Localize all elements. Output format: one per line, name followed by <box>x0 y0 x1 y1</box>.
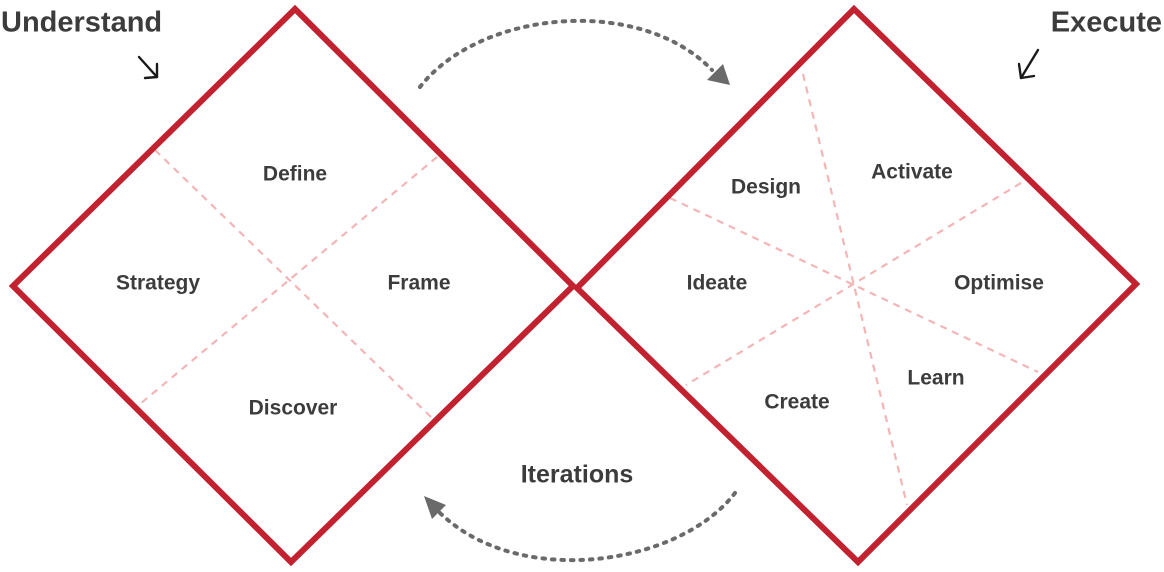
label-define: Define <box>263 163 327 186</box>
right-diamond: Design Activate Ideate Optimise Create L… <box>572 4 1141 567</box>
top-flow-arc <box>418 18 714 89</box>
heading-understand: Understand <box>1 7 162 39</box>
label-optimise: Optimise <box>954 272 1044 295</box>
label-iterations: Iterations <box>521 461 634 489</box>
bottom-flow-arc <box>438 491 737 562</box>
left-diamond-outline <box>8 4 578 567</box>
right-diamond-outline <box>572 4 1141 567</box>
label-activate: Activate <box>871 161 953 184</box>
bottom-flow-arrow <box>424 491 737 562</box>
right-diamond-divider-a <box>801 73 909 506</box>
label-ideate: Ideate <box>687 272 748 295</box>
label-design: Design <box>731 176 801 199</box>
arrow-down-left-icon <box>1017 48 1040 80</box>
left-diamond: Define Strategy Frame Discover <box>8 4 578 567</box>
top-flow-arrow <box>418 18 730 89</box>
arrow-down-right-icon <box>137 55 159 80</box>
right-diamond-divider-c <box>685 182 1022 386</box>
label-create: Create <box>764 391 829 414</box>
label-strategy: Strategy <box>116 272 200 295</box>
right-diamond-divider-b <box>669 197 1039 373</box>
label-frame: Frame <box>387 272 450 295</box>
bottom-flow-arrowhead-icon <box>424 496 446 519</box>
label-discover: Discover <box>249 397 338 420</box>
heading-execute: Execute <box>1051 7 1162 39</box>
label-learn: Learn <box>907 367 964 390</box>
top-flow-arrowhead-icon <box>707 64 730 85</box>
